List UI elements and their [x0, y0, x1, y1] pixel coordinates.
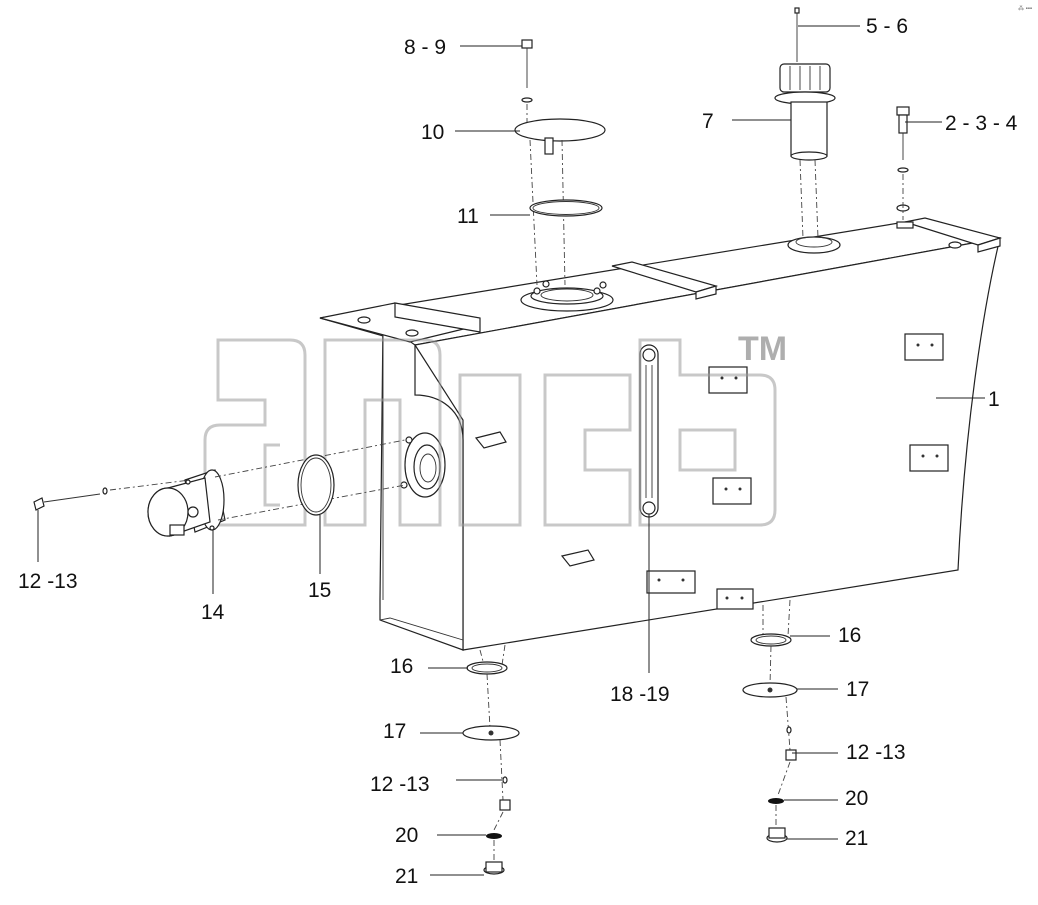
screw-5-6	[794, 7, 800, 62]
callout-2-3-4: 2 - 3 - 4	[945, 112, 1018, 135]
o-ring-11-inner	[532, 201, 600, 215]
seal-ring-15-inner	[300, 457, 332, 513]
callout-15: 15	[308, 579, 331, 602]
callout-21-left: 21	[395, 865, 418, 888]
callout-1: 1	[988, 388, 1000, 411]
callout-16-left: 16	[390, 655, 413, 678]
callout-21-right: 21	[845, 827, 868, 850]
corner-mark: ⁂ ▪▪▪	[1018, 6, 1032, 12]
watermark-trademark: TM	[738, 330, 787, 368]
callout-8-9: 8 - 9	[404, 36, 446, 59]
drain-assembly-left	[462, 644, 520, 875]
breather-filter-7	[774, 63, 836, 239]
suction-flange-14	[147, 439, 406, 537]
leader-lines	[37, 25, 985, 876]
callout-5-6: 5 - 6	[866, 15, 908, 38]
callout-7: 7	[702, 110, 714, 133]
watermark-logo: TM	[203, 330, 787, 527]
callout-20-left: 20	[395, 824, 418, 847]
callout-20-right: 20	[845, 787, 868, 810]
callout-17-left: 17	[383, 720, 406, 743]
bolt-2-3-4	[896, 106, 910, 220]
bolt-8-9	[521, 39, 533, 124]
callout-17-right: 17	[846, 678, 869, 701]
callout-12-13-mid-right: 12 -13	[846, 741, 906, 764]
cover-plate-10	[514, 118, 606, 286]
seal-ring-15	[297, 454, 335, 516]
callout-12-13-mid-left: 12 -13	[370, 773, 430, 796]
screw-12-13-left	[33, 479, 191, 511]
callout-11: 11	[457, 205, 479, 228]
callout-12-13-left: 12 -13	[18, 570, 78, 593]
callout-18-19: 18 -19	[610, 683, 670, 706]
callout-10: 10	[421, 121, 444, 144]
hydraulic-tank	[319, 217, 1003, 651]
callout-16-right: 16	[838, 624, 861, 647]
o-ring-11	[529, 199, 603, 217]
drain-assembly-right	[742, 599, 798, 843]
callout-14: 14	[201, 601, 225, 624]
